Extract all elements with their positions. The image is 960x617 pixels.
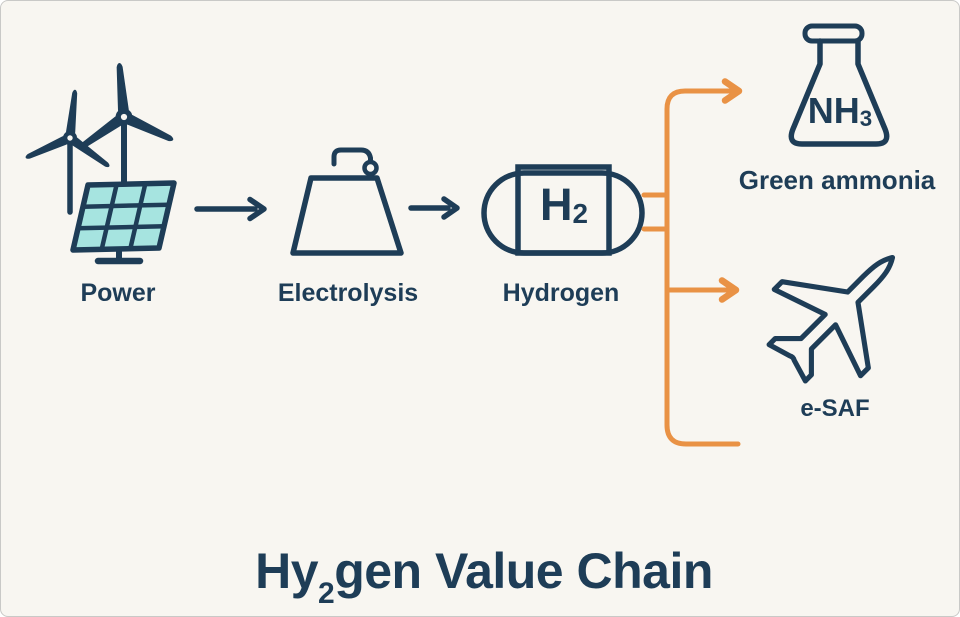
wind-turbine-large-icon <box>79 63 174 190</box>
node-label-hydrogen: Hydrogen <box>502 279 620 307</box>
title-sub-text: 2 <box>318 577 335 611</box>
h2-main-text: H <box>539 179 573 230</box>
h2-sub-text: 2 <box>572 198 589 230</box>
hydrogen-tank-formula: H2 <box>539 179 589 230</box>
branch-connector <box>641 78 743 447</box>
node-label-esaf: e-SAF <box>800 395 870 422</box>
arrow-electrolysis-to-hydrogen <box>408 196 460 220</box>
solar-panel-icon <box>70 180 177 265</box>
branch-trunk-line <box>664 88 741 447</box>
node-label-power: Power <box>80 279 156 307</box>
electrolyser-weight-hook-icon <box>290 147 404 256</box>
wind-turbines-icon <box>25 63 174 215</box>
hydrogen-storage-tank-icon <box>481 164 645 256</box>
nh3-sub-text: 3 <box>859 105 873 131</box>
airplane-icon <box>766 254 896 384</box>
title-post-text: gen Value Chain <box>334 543 713 599</box>
arrow-power-to-electrolysis <box>194 196 267 222</box>
nh3-main-text: NH <box>807 90 860 131</box>
arrowhead-to-green-ammonia <box>721 78 743 104</box>
erlenmeyer-flask-icon <box>788 23 890 147</box>
node-label-green-ammonia: Green ammonia <box>738 165 936 195</box>
diagram-title: Hy2gen Value Chain <box>255 543 713 609</box>
tank-outlet-stubs <box>641 192 670 232</box>
node-label-electrolysis: Electrolysis <box>277 279 419 307</box>
arrowhead-to-esaf <box>718 277 740 303</box>
flask-formula: NH3 <box>807 90 873 131</box>
title-pre-text: Hy <box>255 543 319 599</box>
